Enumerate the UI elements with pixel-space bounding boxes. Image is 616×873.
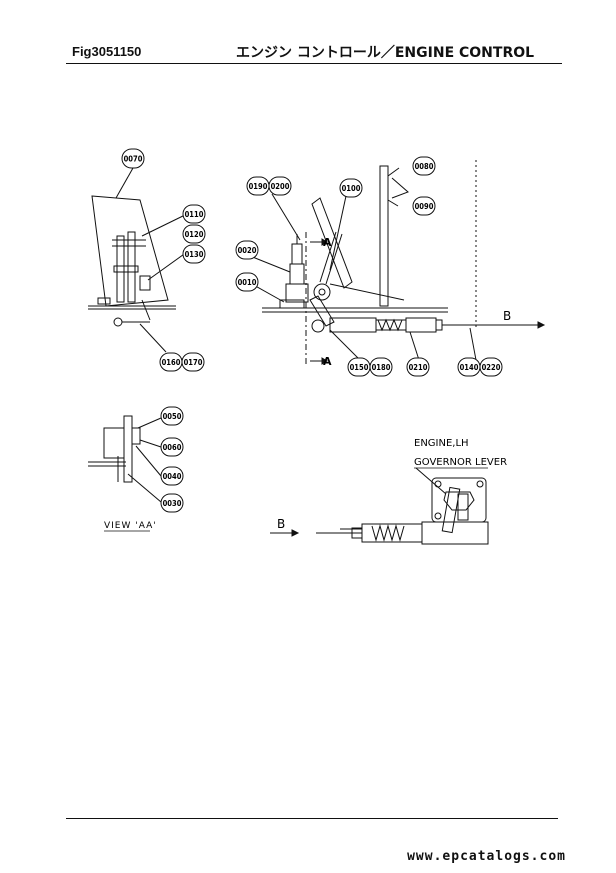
view-aa-label: VIEW 'AA'	[104, 521, 157, 531]
callout-label: 0100	[342, 184, 361, 193]
callout-0030: 0030	[160, 493, 184, 513]
callout-0140: 0140	[457, 357, 481, 377]
callout-0090: 0090	[412, 196, 436, 216]
engine-lh-label: ENGINE,LH	[414, 438, 469, 449]
header-rule	[66, 63, 562, 64]
governor-lever-label: GOVERNOR LEVER	[414, 457, 507, 468]
figure-code: Fig3051150	[72, 44, 142, 59]
callout-0160: 0160	[159, 352, 183, 372]
callout-0070: 0070	[121, 148, 145, 169]
callout-0060: 0060	[160, 437, 184, 457]
callout-label: 0170	[184, 358, 203, 367]
callout-0130: 0130	[182, 244, 206, 264]
governor-lever-drawing	[316, 477, 489, 545]
control-linkage-drawing	[262, 160, 500, 365]
callout-label: 0050	[163, 412, 182, 421]
callout-label: 0130	[185, 250, 204, 259]
callout-0180: 0180	[369, 357, 393, 377]
callout-0220: 0220	[479, 357, 503, 377]
callout-0200: 0200	[268, 176, 292, 196]
callout-label: 0070	[124, 155, 143, 164]
callout-label: 0220	[482, 363, 501, 372]
view-aa-drawing	[88, 415, 141, 483]
callout-0080: 0080	[412, 156, 436, 176]
callout-0150: 0150	[347, 357, 371, 377]
section-a-label-bottom: A	[323, 355, 332, 368]
callout-label: 0080	[415, 162, 434, 171]
callout-label: 0210	[409, 363, 428, 372]
direction-b-label-left: B	[277, 517, 285, 531]
callout-label: 0090	[415, 202, 434, 211]
callout-0210: 0210	[406, 357, 430, 377]
callout-label: 0180	[372, 363, 391, 372]
page-title: エンジン コントロール／ENGINE CONTROL	[236, 45, 535, 61]
footer-rule	[66, 818, 558, 819]
website-watermark: www.epcatalogs.com	[407, 849, 566, 864]
callout-0120: 0120	[182, 224, 206, 244]
callout-label: 0190	[249, 182, 268, 191]
callout-label: 0120	[185, 230, 204, 239]
callout-label: 0030	[163, 499, 182, 508]
section-a-label-top: A	[323, 236, 332, 249]
callout-0100: 0100	[339, 178, 363, 198]
callout-label: 0110	[185, 210, 204, 219]
bracket-assembly-drawing	[88, 195, 176, 327]
callout-label: 0040	[163, 472, 182, 481]
direction-b-label-right: B	[503, 309, 511, 323]
callout-label: 0140	[460, 363, 479, 372]
callout-0010: 0010	[235, 272, 259, 292]
callout-label: 0020	[238, 246, 257, 255]
callout-label: 0160	[162, 358, 181, 367]
callout-label: 0150	[350, 363, 369, 372]
callout-label: 0060	[163, 443, 182, 452]
callout-0170: 0170	[181, 352, 205, 372]
callout-0190: 0190	[246, 176, 270, 196]
callout-0110: 0110	[182, 204, 206, 224]
callout-label: 0200	[271, 182, 290, 191]
callout-0050: 0050	[160, 406, 184, 426]
callout-0020: 0020	[235, 240, 259, 260]
callout-label: 0010	[238, 278, 257, 287]
callout-0040: 0040	[160, 466, 184, 486]
